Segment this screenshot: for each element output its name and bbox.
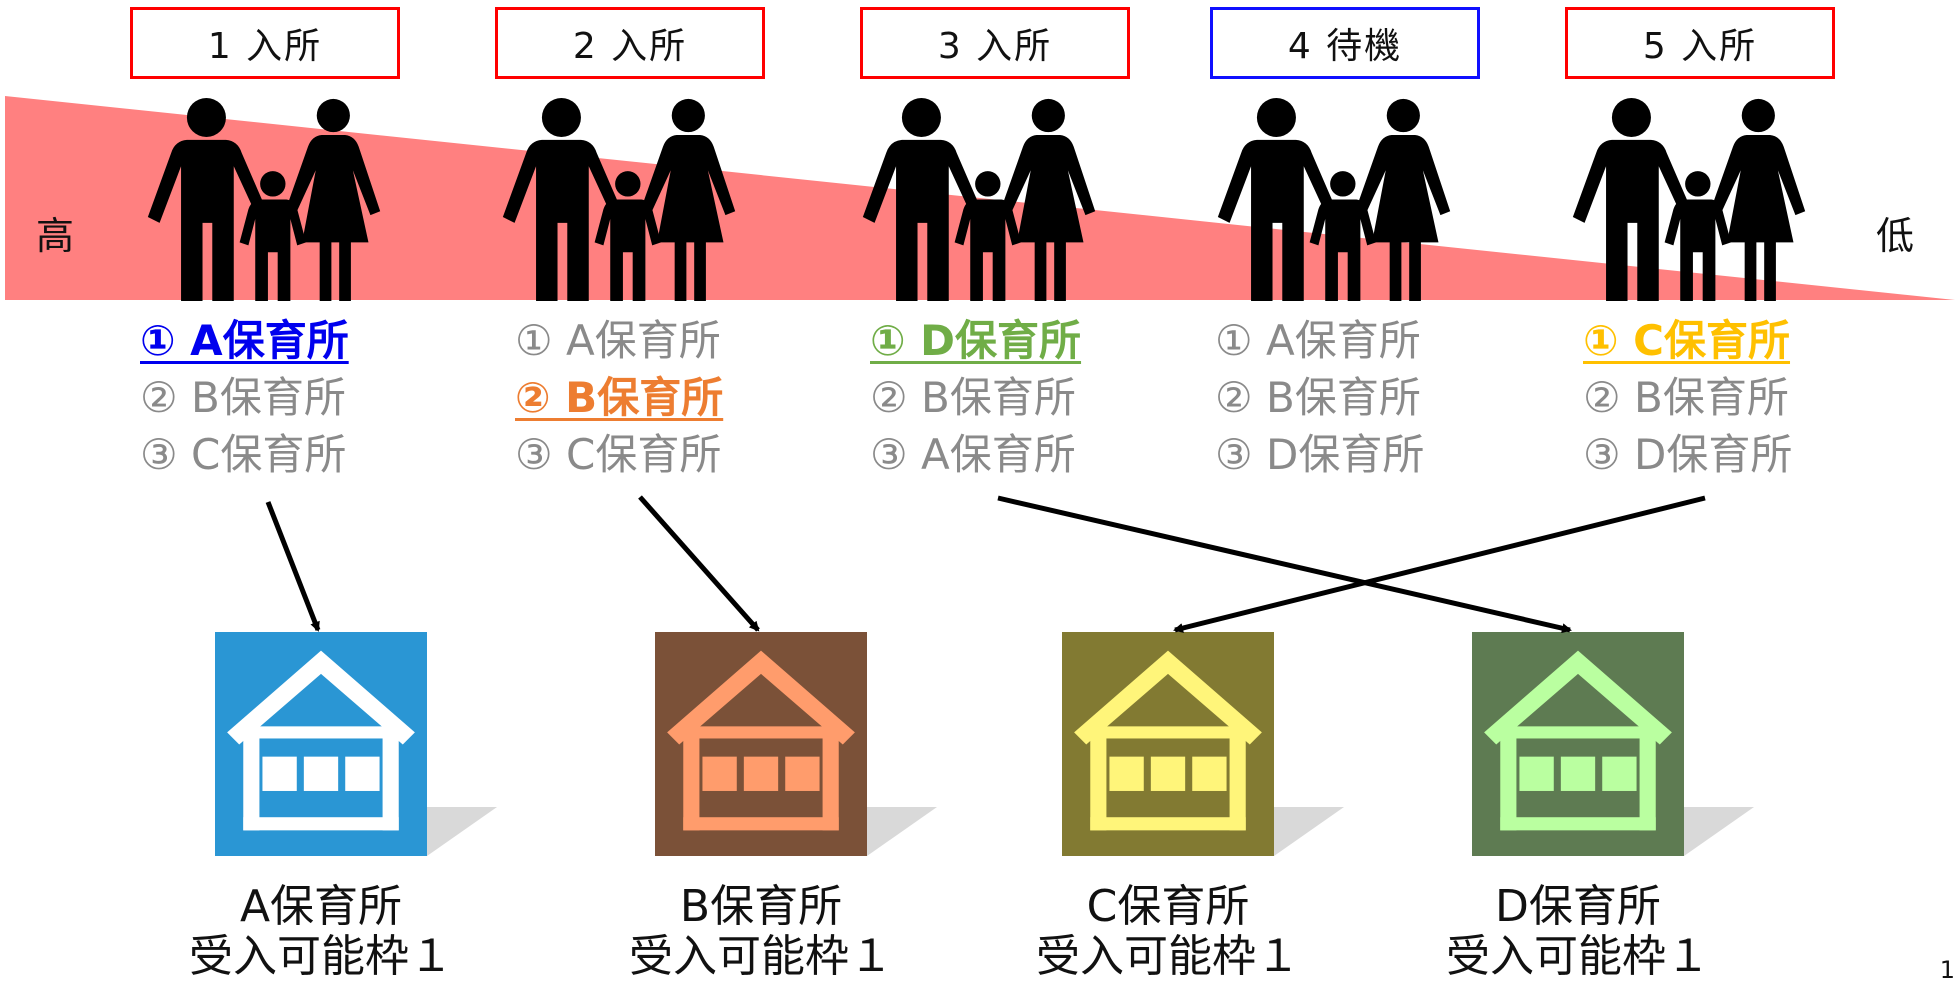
tile-shadow xyxy=(1274,807,1344,856)
preference-item: ① A保育所 xyxy=(1215,316,1421,365)
preference-item: ② B保育所 xyxy=(870,373,1076,422)
rank-high-label: 高 xyxy=(36,214,75,258)
assignment-arrow xyxy=(638,495,760,632)
family-status-2: 2 入所 xyxy=(495,7,765,79)
preference-item: ① A保育所 xyxy=(140,316,349,365)
nursery-label-2: B保育所受入可能枠１ xyxy=(611,882,911,982)
preference-item: ③ A保育所 xyxy=(870,430,1076,479)
preference-list-1: ① A保育所 ② B保育所 ③ C保育所 xyxy=(140,312,430,483)
preference-item: ② B保育所 xyxy=(140,373,346,422)
preference-item: ① A保育所 xyxy=(515,316,721,365)
family-icon xyxy=(862,97,1096,301)
preference-item: ③ D保育所 xyxy=(1215,430,1425,479)
preference-item: ① D保育所 xyxy=(870,316,1082,365)
nursery-name: A保育所 xyxy=(239,881,403,932)
family-status-5: 5 入所 xyxy=(1565,7,1835,79)
assignment-arrow xyxy=(265,501,321,632)
preference-item: ① C保育所 xyxy=(1583,316,1791,365)
preference-item: ② B保育所 xyxy=(1215,373,1421,422)
assignment-arrow xyxy=(997,495,1572,634)
tile-shadow xyxy=(1684,807,1754,856)
family-status-3: 3 入所 xyxy=(860,7,1130,79)
assignment-arrow xyxy=(1173,495,1706,633)
page-number: 1 xyxy=(1939,956,1955,984)
family-status-4: 4 待機 xyxy=(1210,7,1480,79)
family-icon xyxy=(502,97,736,301)
family-icon xyxy=(1217,97,1451,301)
preference-list-3: ① D保育所 ② B保育所 ③ A保育所 xyxy=(870,312,1160,483)
preference-item: ② B保育所 xyxy=(515,373,724,422)
nursery-label-4: D保育所受入可能枠１ xyxy=(1428,882,1728,982)
nursery-name: C保育所 xyxy=(1086,881,1250,932)
nursery-label-1: A保育所受入可能枠１ xyxy=(171,882,471,982)
nursery-capacity: 受入可能枠１ xyxy=(629,931,893,982)
preference-list-2: ① A保育所 ② B保育所 ③ C保育所 xyxy=(515,312,805,483)
family-status-1: 1 入所 xyxy=(130,7,400,79)
preference-list-4: ① A保育所 ② B保育所 ③ D保育所 xyxy=(1215,312,1505,483)
preference-item: ③ C保育所 xyxy=(140,430,347,479)
nursery-name: D保育所 xyxy=(1495,881,1661,932)
nursery-capacity: 受入可能枠１ xyxy=(189,931,453,982)
preference-item: ③ C保育所 xyxy=(515,430,722,479)
rank-low-label: 低 xyxy=(1876,214,1915,258)
preference-item: ③ D保育所 xyxy=(1583,430,1793,479)
tile-shadow xyxy=(867,807,937,856)
preference-item: ② B保育所 xyxy=(1583,373,1789,422)
family-icon xyxy=(1572,97,1806,301)
preference-list-5: ① C保育所 ② B保育所 ③ D保育所 xyxy=(1583,312,1873,483)
priority-wedge xyxy=(5,96,1955,300)
nursery-name: B保育所 xyxy=(679,881,843,932)
tile-shadow xyxy=(427,807,497,856)
nursery-capacity: 受入可能枠１ xyxy=(1446,931,1710,982)
nursery-label-3: C保育所受入可能枠１ xyxy=(1018,882,1318,982)
nursery-capacity: 受入可能枠１ xyxy=(1036,931,1300,982)
